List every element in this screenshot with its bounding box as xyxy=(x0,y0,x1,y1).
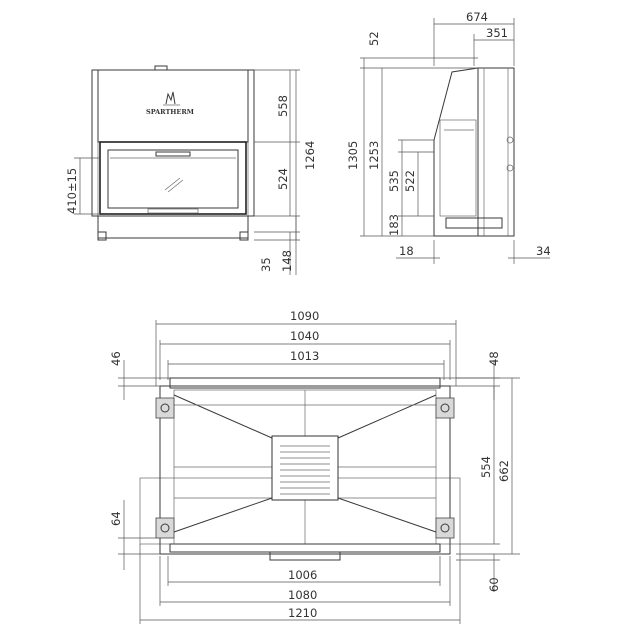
dim-522: 522 xyxy=(403,170,417,192)
dim-1210: 1210 xyxy=(288,606,317,620)
dim-1090: 1090 xyxy=(290,309,319,323)
dim-558: 558 xyxy=(276,95,290,117)
dim-183: 183 xyxy=(387,214,401,236)
grate-slots xyxy=(280,445,330,495)
dim-1305: 1305 xyxy=(346,141,360,170)
dim-18: 18 xyxy=(399,244,414,258)
side-view: 674 351 52 1305 1253 535 522 183 18 34 xyxy=(346,10,551,264)
side-inner-chamber xyxy=(439,119,477,217)
dim-662: 662 xyxy=(497,460,511,482)
front-hood xyxy=(97,69,249,143)
dim-524: 524 xyxy=(276,168,290,190)
dim-674: 674 xyxy=(466,10,488,24)
dim-1080: 1080 xyxy=(288,588,317,602)
dim-1006: 1006 xyxy=(288,568,317,582)
dim-1013: 1013 xyxy=(290,349,319,363)
plan-rear-connector xyxy=(269,551,341,561)
plan-corner-bl xyxy=(155,517,175,539)
front-view: SPARTHERM 558 1264 524 35 148 410 xyxy=(65,65,317,275)
dim-351: 351 xyxy=(486,26,508,40)
plan-central-grate xyxy=(271,435,339,501)
dim-535: 535 xyxy=(387,170,401,192)
brand-logo: SPARTHERM xyxy=(146,91,194,116)
dim-1040: 1040 xyxy=(290,329,319,343)
plan-view: 1090 1040 1013 46 48 554 662 64 60 xyxy=(109,309,520,624)
side-rear-body xyxy=(477,67,515,237)
side-front-hood xyxy=(433,67,479,237)
dim-148: 148 xyxy=(280,250,294,272)
plan-firebox xyxy=(159,385,451,555)
front-glass-panel xyxy=(107,149,239,209)
dim-554: 554 xyxy=(479,456,493,478)
dim-64: 64 xyxy=(109,511,123,526)
dim-52: 52 xyxy=(367,31,381,46)
front-base xyxy=(97,215,249,239)
dim-48: 48 xyxy=(487,351,501,366)
dim-1264: 1264 xyxy=(303,141,317,170)
dim-60: 60 xyxy=(487,577,501,592)
plan-corner-tr xyxy=(435,397,455,419)
dim-34: 34 xyxy=(536,244,551,258)
plan-corner-tl xyxy=(155,397,175,419)
brand-logo-text: SPARTHERM xyxy=(146,108,194,116)
dim-1253: 1253 xyxy=(367,141,381,170)
plan-corner-br xyxy=(435,517,455,539)
dim-35: 35 xyxy=(259,257,273,272)
dim-46: 46 xyxy=(109,351,123,366)
dim-410: 410±15 xyxy=(65,168,79,214)
front-glass-frame xyxy=(99,141,247,215)
plan-front-lintel xyxy=(169,377,441,389)
